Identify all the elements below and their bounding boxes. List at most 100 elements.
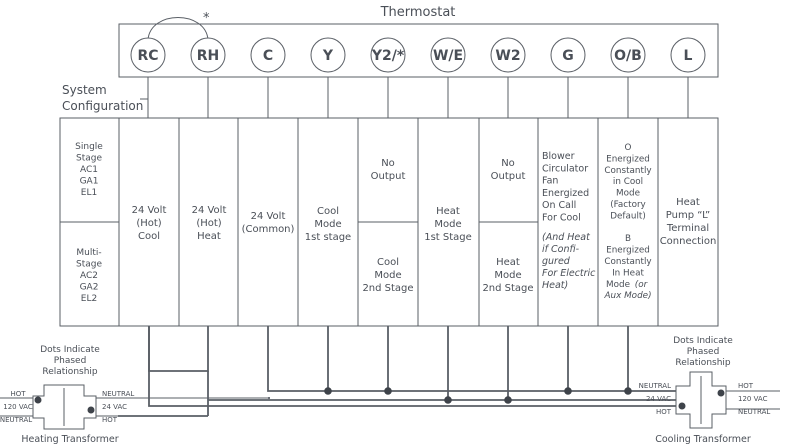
col-ob-line-8: B [625,234,631,244]
col-w2-top-line-1: Output [491,171,526,182]
junction-dot-5 [624,387,632,395]
terminal-ob-label: O/B [614,48,642,64]
col-ob-line-5: (Factory [610,200,646,210]
col-l-line-1: Pump “L” [666,210,710,221]
heat-left-hot: HOT [10,390,26,398]
col-l-line-0: Heat [676,197,700,208]
rc-rh-jumper [147,17,209,41]
junction-dot-1 [384,387,392,395]
system-config-label-2: Configuration [62,99,143,113]
terminal-g-label: G [562,48,574,64]
terminal-ob-circle [610,37,646,73]
col-w2-top-line-0: No [501,158,515,169]
jumper-asterisk: * [203,11,210,26]
cooling-phase-dot-1 [678,402,686,410]
cool-right-neutral: NEUTRAL [738,408,770,416]
multi-stage-line-3: GA2 [80,283,99,293]
col-g-line-1: Circulator [542,163,588,174]
wires [118,326,680,417]
col-ob-line-1: Energized [606,154,650,164]
thermostat-title: Thermostat [380,5,456,20]
col-y-line-0: Cool [317,206,339,217]
cooling-phase-dot-2 [717,389,725,397]
col-rh-line-2: Heat [197,231,221,242]
col-ob-line-10: Constantly [604,257,651,267]
cooling-transformer [675,371,780,429]
junction-dot-0 [324,387,332,395]
col-rc-line-2: Cool [138,231,160,242]
col-ob-italic-last: Aux Mode) [604,291,652,301]
junction-dot-2 [444,396,452,404]
col-rh-line-1: (Hot) [196,218,221,229]
junction-dot-4 [564,387,572,395]
multi-stage-line-4: EL2 [81,294,97,304]
col-g-italic-line-1: if Confi- [542,244,580,255]
terminal-w2-label: W2 [495,48,520,64]
system-config-label-1: System [62,83,107,97]
multi-stage-line-1: Stage [76,260,102,270]
col-y2-bottom-line-2: 2nd Stage [362,283,413,294]
wire-rc-rh-loop [148,326,209,372]
heat-left-vac: 120 VAC [3,403,33,411]
terminal-rc-label: RC [137,48,158,64]
heat-left-neutral: NEUTRAL [0,416,32,424]
cooling-dots-note-line-2: Relationship [675,358,731,368]
col-we-line-1: Mode [434,219,461,230]
col-y2-top-line-1: Output [371,171,406,182]
col-rc-line-1: (Hot) [136,218,161,229]
col-l-line-3: Connection [660,236,717,247]
single-stage-line-2: AC1 [80,165,98,175]
heating-dots-note-line-1: Phased [54,356,87,366]
terminal-y-circle [310,37,346,73]
terminal-l-circle [670,37,706,73]
col-ob-line-3: in Cool [613,177,643,187]
col-ob-line-0: O [625,143,632,153]
terminal-we-circle [430,37,466,73]
cool-right-vac: 120 VAC [738,395,768,403]
col-w2-bottom-line-2: 2nd Stage [482,283,533,294]
col-y2-top-line-0: No [381,158,395,169]
junction-dot-3 [504,396,512,404]
cooling-caption: Cooling Transformer [655,434,751,445]
terminal-g-circle [550,37,586,73]
col-g-italic-line-0: (And Heat [542,232,591,243]
terminal-rh-label: RH [197,48,220,64]
col-g-line-3: Energized [542,188,589,199]
heating-phase-dot-2 [87,406,95,414]
single-stage-line-0: Single [75,142,103,152]
col-g-line-4: On Call [542,200,576,211]
col-ob-line-9: Energized [606,246,650,256]
col-ob-line-2: Constantly [604,166,651,176]
terminal-y-label: Y [322,48,334,64]
col-l-line-2: Terminal [666,223,709,234]
col-rc-line-0: 24 Volt [132,205,167,216]
table-text: SingleStageAC1GA1EL1Multi-StageAC2GA2EL2… [75,142,716,304]
terminal-l-label: L [684,48,693,64]
heat-right-hot: HOT [102,416,118,424]
heating-phase-dot-1 [34,396,42,404]
col-g-line-2: Fan [542,176,558,187]
terminal-drops [147,77,689,118]
cool-right-hot: HOT [738,382,754,390]
col-ob-line-11: In Heat [612,268,644,278]
terminal-rc-circle [130,37,166,73]
col-ob-line-12: Mode [606,280,630,290]
wire-rc-cool-hot [148,326,676,407]
col-g-line-5: For Cool [542,213,581,224]
col-g-italic-line-3: For Electric [542,268,596,279]
single-stage-line-4: EL1 [81,188,97,198]
multi-stage-line-0: Multi- [76,248,101,258]
col-g-italic-line-4: Heat) [542,280,568,291]
heat-right-vac: 24 VAC [102,403,127,411]
heating-caption: Heating Transformer [21,434,118,445]
col-ob-line-4: Mode [616,189,640,199]
cool-left-neutral: NEUTRAL [639,382,671,390]
col-we-line-2: 1st Stage [424,232,472,243]
terminal-w2-circle [490,37,526,73]
col-c-line-0: 24 Volt [251,211,286,222]
col-w2-bottom-line-0: Heat [496,257,520,268]
